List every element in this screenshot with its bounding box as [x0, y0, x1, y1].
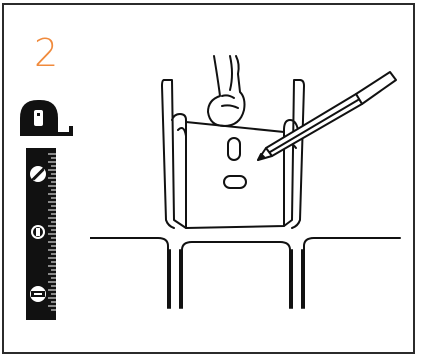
hand [207, 55, 246, 127]
bracket-back-plate [185, 121, 285, 229]
bracket-right-flange [283, 79, 301, 227]
bracket-upper-slot [227, 137, 241, 161]
bracket-left-flange [163, 79, 187, 229]
instruction-card: 2 [2, 3, 415, 354]
pencil [257, 71, 397, 161]
wall-bracket-marking-illustration [90, 55, 401, 309]
wall-edge-line [90, 237, 169, 309]
step-number: 2 [34, 31, 59, 75]
tape-measure-icon [20, 100, 73, 136]
bracket-lower-slot [223, 175, 247, 189]
spirit-level-icon [26, 148, 56, 320]
